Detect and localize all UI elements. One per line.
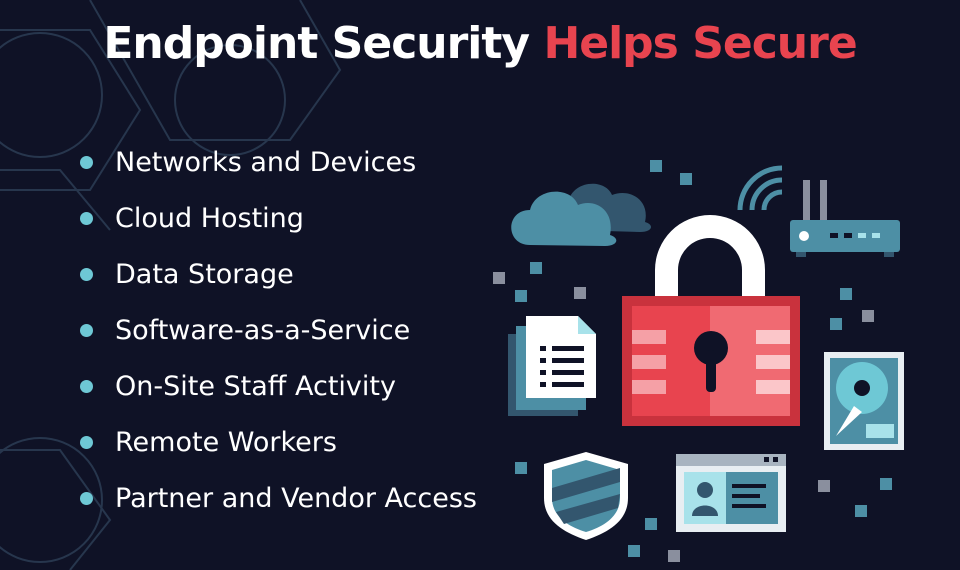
list-item-label: Cloud Hosting [115, 203, 304, 234]
title-main: Endpoint Security [103, 18, 530, 69]
bullet-dot [80, 492, 93, 505]
list-item-label: On-Site Staff Activity [115, 371, 396, 402]
list-item-label: Software-as-a-Service [115, 315, 411, 346]
security-illustration [493, 160, 904, 562]
list-item: Software-as-a-Service [80, 310, 477, 366]
bullet-dot [80, 156, 93, 169]
bullet-dot [80, 436, 93, 449]
bullet-dot [80, 212, 93, 225]
router-icon [737, 165, 900, 257]
list-item: Partner and Vendor Access [80, 478, 477, 534]
hard-drive-icon [824, 352, 904, 450]
list-item-label: Partner and Vendor Access [115, 483, 477, 514]
shield-icon [544, 452, 628, 540]
document-icon [508, 316, 596, 416]
decorative-squares [493, 160, 892, 562]
cloud-icon [511, 183, 652, 246]
list-item: Cloud Hosting [80, 198, 477, 254]
list-item-label: Networks and Devices [115, 147, 417, 178]
list-item-label: Data Storage [115, 259, 294, 290]
list-item: Networks and Devices [80, 142, 477, 198]
bullet-dot [80, 324, 93, 337]
title-accent: Helps Secure [543, 18, 857, 69]
list-item: Remote Workers [80, 422, 477, 478]
feature-list: Networks and Devices Cloud Hosting Data … [80, 142, 477, 534]
bullet-dot [80, 380, 93, 393]
list-item: On-Site Staff Activity [80, 366, 477, 422]
list-item-label: Remote Workers [115, 427, 337, 458]
id-card-icon [676, 454, 786, 532]
bullet-dot [80, 268, 93, 281]
padlock-icon [622, 215, 800, 426]
page-title: Endpoint Security Helps Secure [0, 18, 960, 69]
list-item: Data Storage [80, 254, 477, 310]
